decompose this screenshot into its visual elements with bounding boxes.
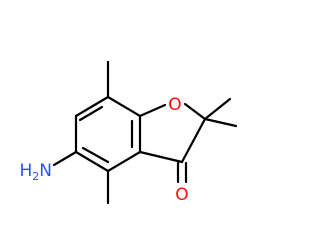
bond-c5-c4 xyxy=(74,150,110,173)
amine-label: H2N xyxy=(19,161,52,183)
ring-oxygen-label: O xyxy=(168,95,181,115)
bond-o1-c2 xyxy=(183,102,207,121)
bond-c2-methyl-up xyxy=(203,97,232,121)
bond-c2-methyl-right xyxy=(203,117,238,128)
bond-c5-c4-inner xyxy=(81,146,110,164)
amine-subscript: 2 xyxy=(32,170,39,183)
bonds xyxy=(52,60,238,205)
bond-c6-c6-inner xyxy=(78,105,104,122)
bond-c5-n xyxy=(52,150,78,167)
molecule-structure: O O H2N xyxy=(19,60,238,205)
bond-c4-c3a xyxy=(106,150,142,173)
bond-c7a-c7 xyxy=(106,95,142,118)
amine-n: N xyxy=(39,161,52,181)
amine-h: H xyxy=(19,161,32,181)
bond-c7a-o1 xyxy=(138,103,167,118)
bond-c7-c6 xyxy=(74,95,110,118)
carbonyl-oxygen-label: O xyxy=(175,185,188,205)
bond-c3-c3a xyxy=(138,150,184,164)
bond-c2-c3 xyxy=(180,117,207,164)
atom-labels: O O H2N xyxy=(19,95,188,205)
